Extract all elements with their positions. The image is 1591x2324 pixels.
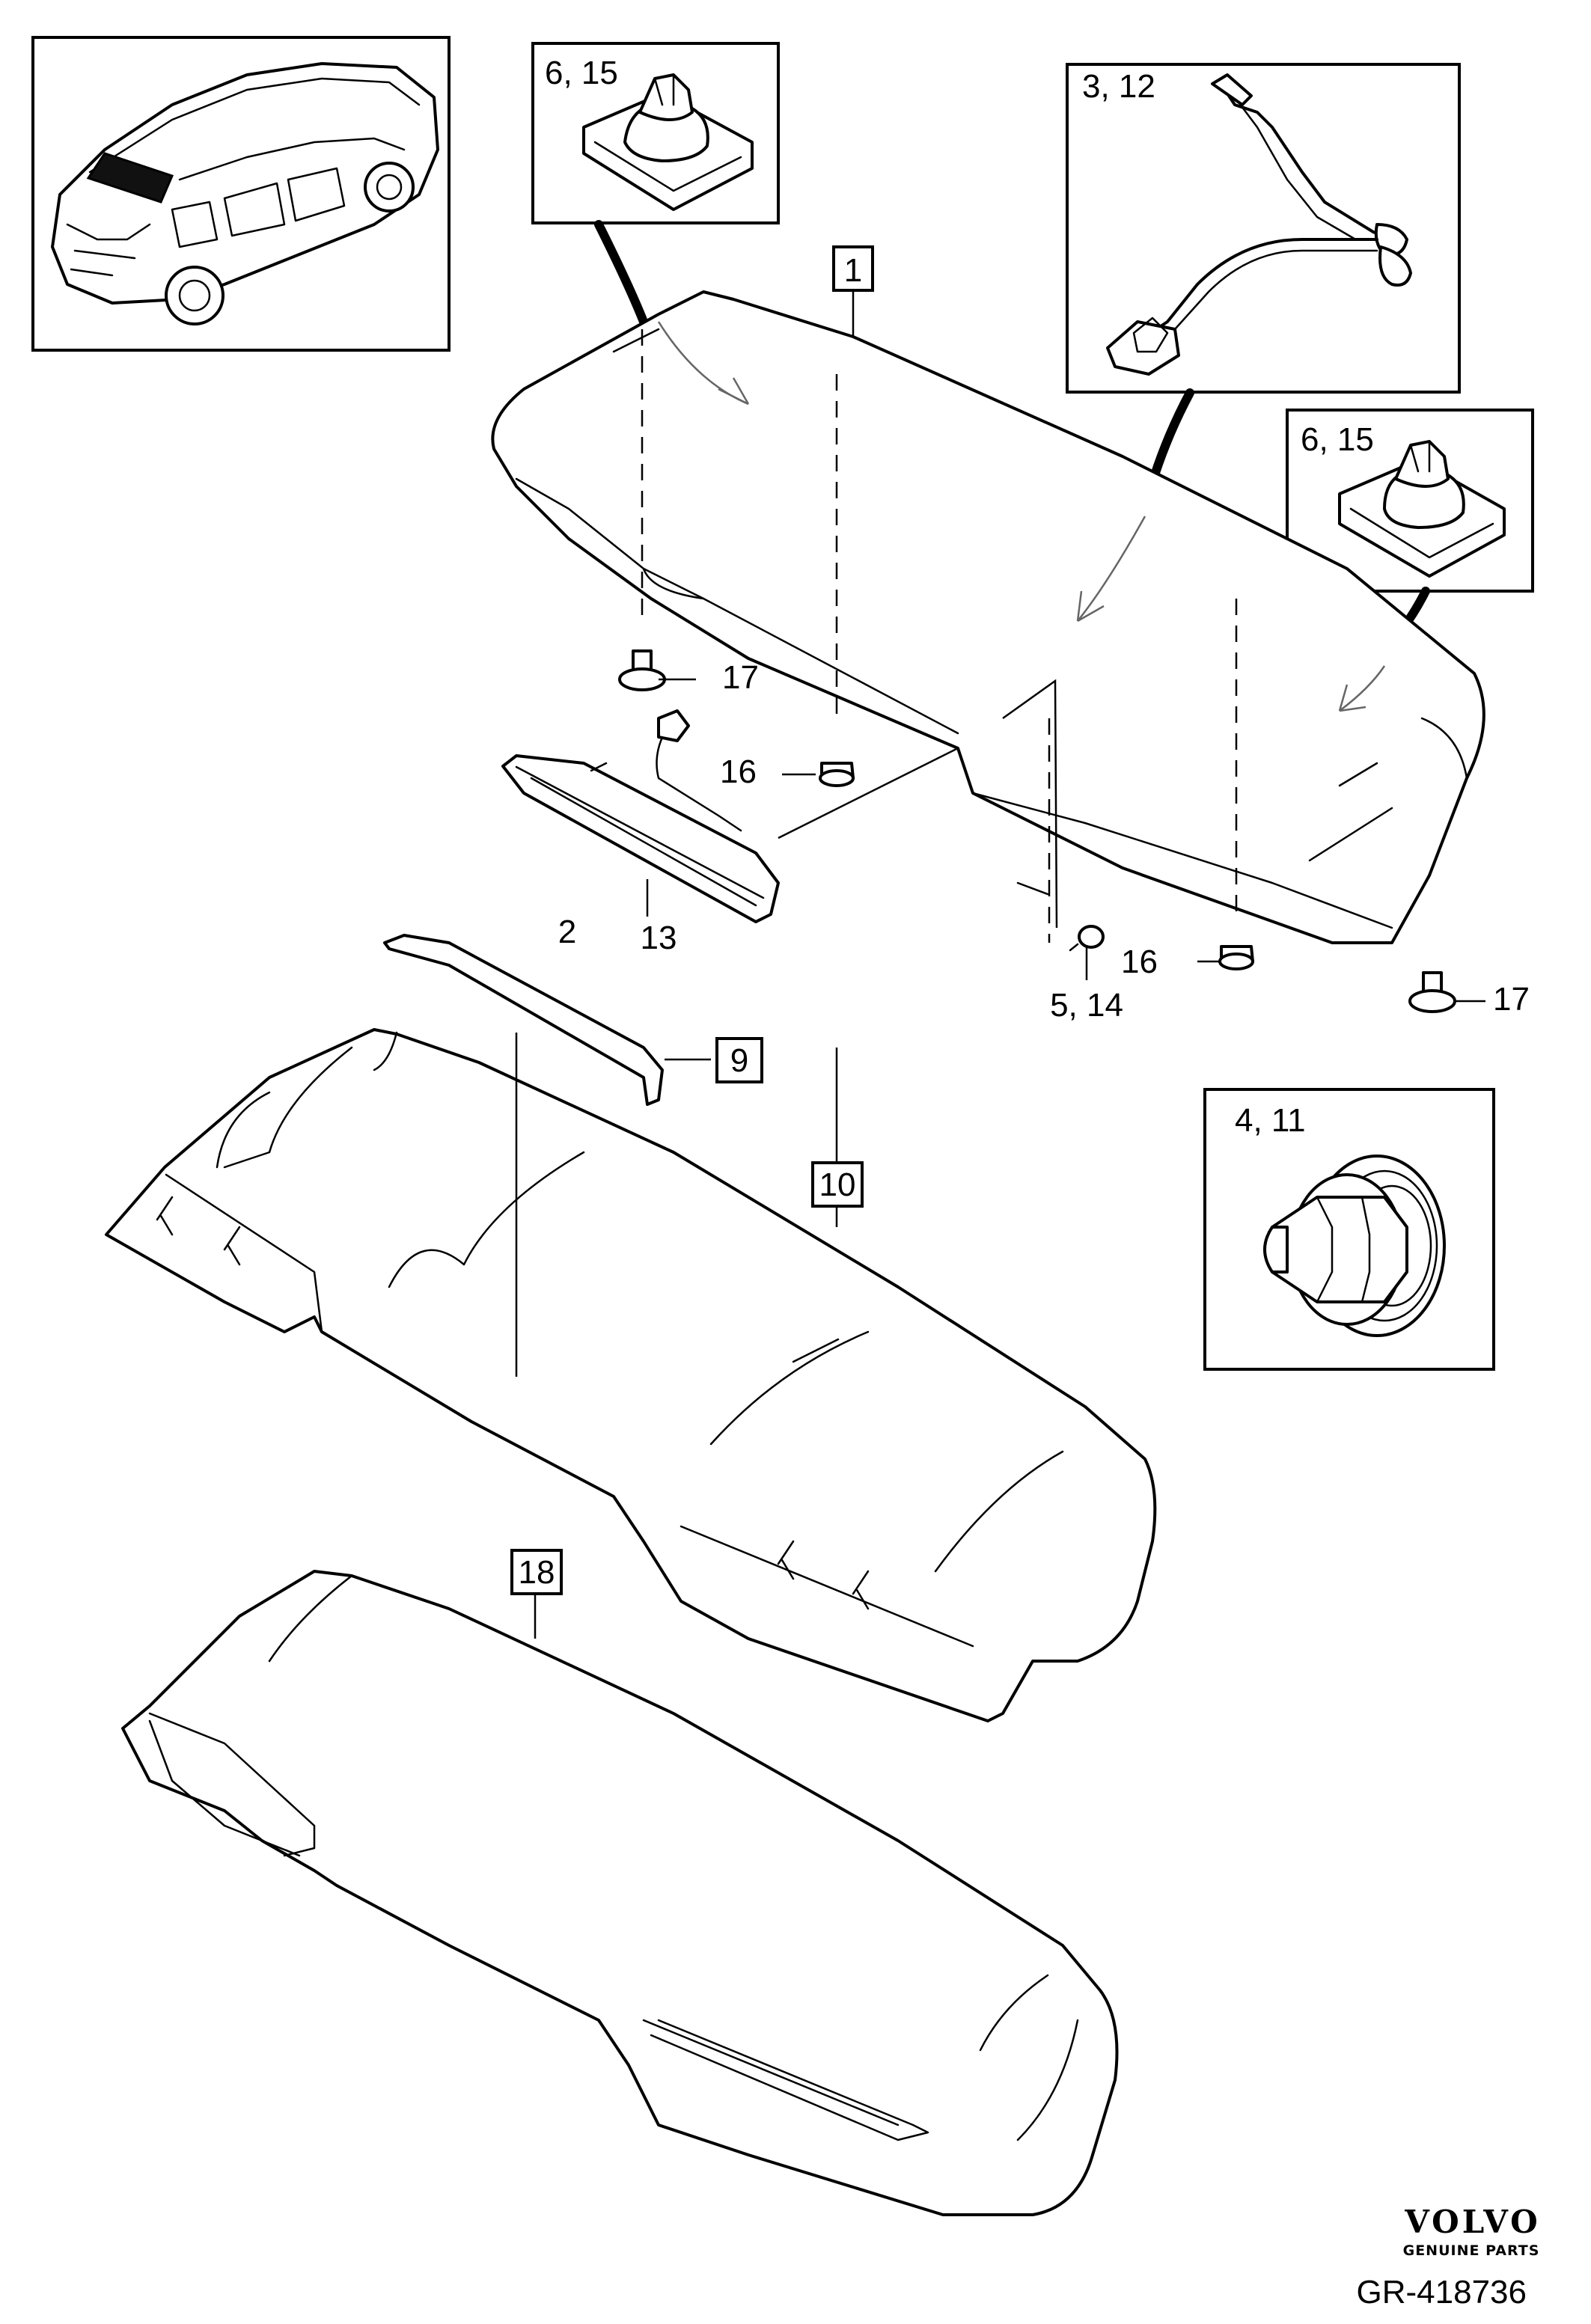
spoiler-upper bbox=[491, 290, 1485, 944]
callout-9: 9 bbox=[730, 1042, 748, 1079]
spoiler-bottom bbox=[121, 1570, 1119, 2216]
brake-light bbox=[501, 709, 780, 923]
grommet-inset bbox=[1203, 1088, 1495, 1371]
inset-label-clip-left: 6, 15 bbox=[545, 55, 618, 91]
callout-18: 18 bbox=[519, 1554, 555, 1591]
inset-label-hose: 3, 12 bbox=[1082, 68, 1155, 105]
brand-tagline: GENUINE PARTS bbox=[1403, 2242, 1540, 2259]
callout-10: 10 bbox=[819, 1166, 856, 1203]
callout-2: 2 bbox=[558, 914, 576, 950]
callout-5-14: 5, 14 bbox=[1050, 987, 1123, 1024]
hose-icon bbox=[1106, 73, 1412, 376]
grommet-icon bbox=[1263, 1155, 1446, 1337]
spoiler-middle bbox=[105, 1028, 1157, 1722]
callout-box-9 bbox=[715, 1037, 763, 1083]
clip-inset-right bbox=[1286, 409, 1534, 593]
clip-icon bbox=[582, 73, 754, 211]
callout-1: 1 bbox=[844, 252, 862, 289]
callout-box-18 bbox=[510, 1549, 563, 1595]
brand-name: VOLVO bbox=[1404, 2204, 1540, 2240]
callout-box-10 bbox=[811, 1161, 864, 1208]
nut-5-14 bbox=[1069, 925, 1105, 952]
clip-inset-left bbox=[531, 42, 780, 224]
callout-16-left: 16 bbox=[720, 753, 757, 790]
nut-16-right bbox=[1218, 945, 1254, 970]
reference-number: GR-418736 bbox=[1357, 2274, 1527, 2311]
volvo-logo: VOLVO GENUINE PARTS bbox=[1403, 2204, 1540, 2259]
bolt-17-left bbox=[618, 649, 666, 691]
callout-13: 13 bbox=[641, 920, 677, 956]
inset-label-clip-right: 6, 15 bbox=[1301, 421, 1374, 458]
strip-9 bbox=[383, 934, 664, 1106]
clip-icon bbox=[1338, 440, 1506, 578]
callout-16-right: 16 bbox=[1121, 944, 1158, 980]
callout-box-1 bbox=[832, 245, 874, 292]
callout-17-right: 17 bbox=[1493, 981, 1530, 1018]
car-overview-inset bbox=[31, 36, 451, 352]
hose-inset bbox=[1066, 63, 1461, 394]
callout-17-left: 17 bbox=[722, 659, 759, 696]
nut-16-left bbox=[819, 762, 855, 787]
inset-label-grommet: 4, 11 bbox=[1235, 1102, 1306, 1139]
inset-connector bbox=[594, 220, 648, 326]
bolt-17-right bbox=[1408, 971, 1456, 1013]
car-icon bbox=[51, 62, 439, 325]
